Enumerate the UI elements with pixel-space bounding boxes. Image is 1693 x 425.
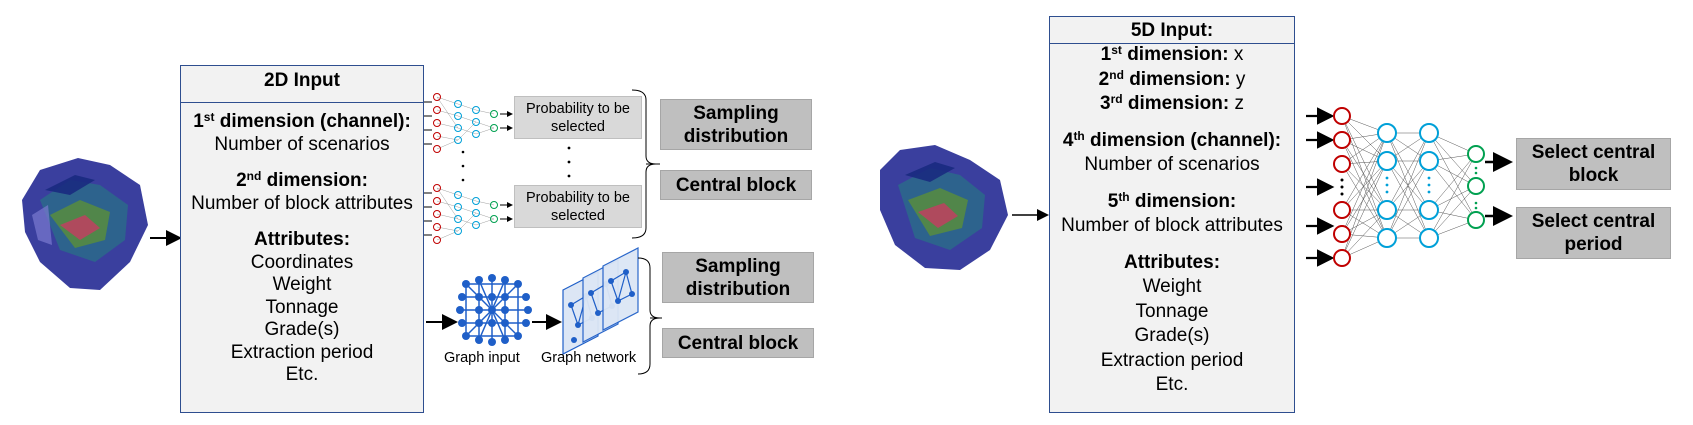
attribute-item: Tonnage	[1135, 300, 1209, 322]
sampling-distribution-box-bottom: Sampling distribution	[662, 252, 814, 303]
attributes-title: Attributes:	[1123, 251, 1221, 273]
attributes-title: Attributes:	[253, 229, 351, 250]
dim5-label: 5th dimension:	[1107, 189, 1237, 212]
attribute-item: Grade(s)	[264, 319, 340, 340]
dim-y: 2nd dimension: y	[1098, 67, 1246, 90]
dim1-value: Number of scenarios	[214, 133, 390, 155]
sampling-distribution-box-top: Sampling distribution	[660, 99, 812, 150]
input-5d-panel: 5D Input: 1st dimension: x 2nd dimension…	[1049, 16, 1295, 413]
orebody-model-image-right	[880, 145, 1008, 270]
select-central-period-box: Select central period	[1516, 207, 1671, 259]
vertical-ellipsis-prob	[567, 146, 571, 178]
attribute-item: Coordinates	[250, 251, 354, 273]
attribute-item: Weight	[272, 274, 332, 295]
central-block-box-bottom: Central block	[662, 328, 814, 358]
neural-network-right	[1306, 107, 1513, 267]
attribute-item: Tonnage	[265, 296, 339, 318]
panel-title: 2D Input	[264, 70, 340, 91]
dim2-value: Number of block attributes	[191, 192, 413, 214]
dim2-label: 2nd dimension:	[236, 169, 368, 191]
probability-box-bottom: Probability to be selected	[514, 185, 642, 228]
input-2d-panel: 2D Input 1st dimension (channel): Number…	[180, 65, 424, 413]
attribute-item: Extraction period	[1100, 349, 1244, 371]
dim-z: 3rd dimension: z	[1100, 92, 1244, 114]
dim-x: 1st dimension: x	[1100, 43, 1244, 65]
graph-input-caption: Graph input	[444, 350, 520, 366]
attribute-item: Weight	[1142, 276, 1202, 297]
graph-input-icon	[456, 274, 532, 346]
dim4-value: Number of scenarios	[1084, 154, 1260, 175]
panel-title: 5D Input:	[1130, 20, 1214, 41]
graph-network-icon	[562, 247, 639, 355]
small-neural-net-top	[424, 93, 513, 153]
attribute-item: Etc.	[285, 364, 319, 385]
vertical-ellipsis-nn	[461, 150, 465, 182]
attribute-item: Extraction period	[230, 341, 374, 363]
orebody-model-image-left	[22, 158, 148, 290]
select-central-block-box: Select central block	[1516, 138, 1671, 190]
attribute-item: Grade(s)	[1134, 325, 1210, 346]
dim5-value: Number of block attributes	[1061, 215, 1283, 236]
small-neural-net-bottom	[424, 184, 513, 244]
graph-network-caption: Graph network	[541, 350, 637, 366]
central-block-box-top: Central block	[660, 170, 812, 200]
probability-box-top: Probability to be selected	[514, 96, 642, 139]
attribute-item: Etc.	[1155, 374, 1189, 395]
bracket-bottom	[637, 257, 661, 375]
dim1-label: 1st dimension (channel):	[193, 110, 411, 132]
dim4-label: 4th dimension (channel):	[1062, 128, 1282, 151]
